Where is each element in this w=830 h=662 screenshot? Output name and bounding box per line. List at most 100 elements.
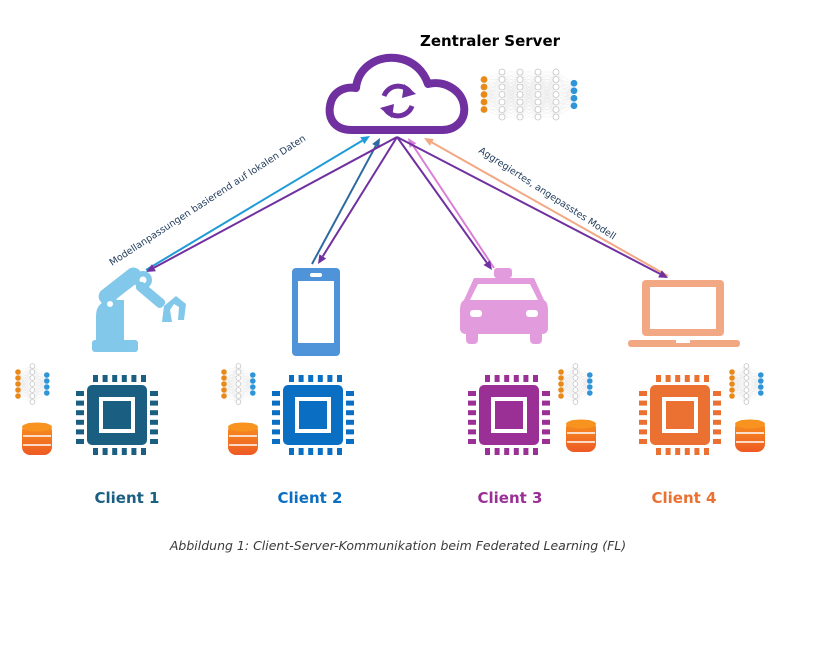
nn-connection <box>238 365 253 376</box>
nn-connection <box>560 365 576 379</box>
download-arrow-client-4 <box>396 136 668 278</box>
nn-node <box>586 384 593 390</box>
download-edge-label: Aggregiertes, angepasstes Modell <box>476 145 617 242</box>
nn-node <box>729 381 735 387</box>
nn-node <box>757 372 764 378</box>
nn-connection <box>555 83 575 110</box>
nn-connection <box>555 83 575 95</box>
nn-connection <box>746 374 761 385</box>
nn-node <box>221 375 227 381</box>
nn-node <box>558 387 564 393</box>
nn-connection <box>223 365 239 379</box>
nn-node <box>516 68 524 76</box>
nn-connection <box>238 386 253 403</box>
nn-node <box>221 387 227 393</box>
arrows <box>145 136 669 278</box>
nn-connection <box>555 105 575 118</box>
nn-node <box>757 384 764 390</box>
nn-connection <box>223 365 239 385</box>
nn-node <box>572 369 579 375</box>
nn-connection <box>519 71 539 103</box>
nn-connection <box>32 374 47 397</box>
nn-connection <box>32 365 47 376</box>
car-icon <box>460 268 548 344</box>
neural-network-icon <box>15 363 50 405</box>
nn-node <box>480 76 488 83</box>
nn-node <box>534 91 542 98</box>
laptop-icon <box>628 280 740 347</box>
nn-connection <box>731 383 747 397</box>
nn-connection <box>537 71 557 88</box>
nn-node <box>250 390 256 396</box>
nn-connection <box>17 365 33 385</box>
nn-connection <box>519 71 539 95</box>
nn-connection <box>731 371 747 397</box>
nn-connection <box>17 377 33 397</box>
nn-node <box>743 375 750 381</box>
nn-connection <box>17 365 33 379</box>
nn-node <box>480 83 488 91</box>
nn-node <box>743 399 750 405</box>
nn-connection <box>32 374 47 391</box>
nn-node <box>235 387 242 393</box>
nn-node <box>235 369 242 375</box>
nn-node <box>516 113 524 121</box>
nn-node <box>235 363 242 369</box>
nn-connection <box>501 71 521 103</box>
nn-node <box>729 375 735 381</box>
nn-node <box>558 381 564 387</box>
nn-connection <box>575 365 590 376</box>
nn-node <box>572 393 579 399</box>
upload-arrow-client-2 <box>311 138 380 265</box>
nn-connection <box>483 71 503 103</box>
nn-node <box>15 369 21 375</box>
nn-node <box>480 98 488 106</box>
nn-node <box>15 393 21 399</box>
nn-connection <box>575 374 590 397</box>
download-arrow-client-1 <box>146 136 398 272</box>
nn-connection <box>537 101 557 118</box>
nn-node <box>570 87 578 95</box>
nn-node <box>250 378 256 384</box>
server-neural-network-icon <box>480 68 578 121</box>
nn-node <box>480 106 488 113</box>
nn-node <box>498 98 506 106</box>
nn-node <box>29 387 36 393</box>
upload-arrow-client-1 <box>145 136 370 271</box>
nn-node <box>221 393 227 399</box>
nn-node <box>729 369 735 375</box>
nn-connection <box>483 79 503 110</box>
nn-connection <box>501 101 521 118</box>
nn-connection <box>483 71 503 88</box>
nn-connection <box>746 374 761 403</box>
nn-node <box>534 76 542 83</box>
nn-node <box>250 372 256 378</box>
cpu-chip-icon-client-3 <box>468 375 550 455</box>
nn-connection <box>575 386 590 403</box>
nn-node <box>29 375 36 381</box>
nn-connection <box>238 374 253 403</box>
nn-connection <box>238 374 253 397</box>
nn-connection <box>746 365 761 376</box>
nn-node <box>757 378 764 384</box>
smartphone-icon <box>292 268 340 356</box>
nn-node <box>552 83 560 91</box>
nn-connection <box>483 86 503 110</box>
upload-arrow-client-3 <box>408 138 495 269</box>
nn-node <box>572 375 579 381</box>
nn-connection <box>238 374 253 391</box>
nn-connection <box>731 365 747 385</box>
nn-connection <box>223 383 239 397</box>
upload-arrow-client-4 <box>424 138 669 277</box>
neural-network-icon <box>558 363 593 405</box>
nn-connection <box>483 94 503 110</box>
nn-node <box>498 68 506 76</box>
nn-connection <box>519 71 539 88</box>
nn-connection <box>17 365 33 391</box>
nn-connection <box>731 377 747 397</box>
nn-connection <box>501 71 521 95</box>
nn-node <box>558 369 564 375</box>
nn-node <box>743 387 750 393</box>
cpu-chip-icon-client-1 <box>76 375 158 455</box>
nn-node <box>572 387 579 393</box>
